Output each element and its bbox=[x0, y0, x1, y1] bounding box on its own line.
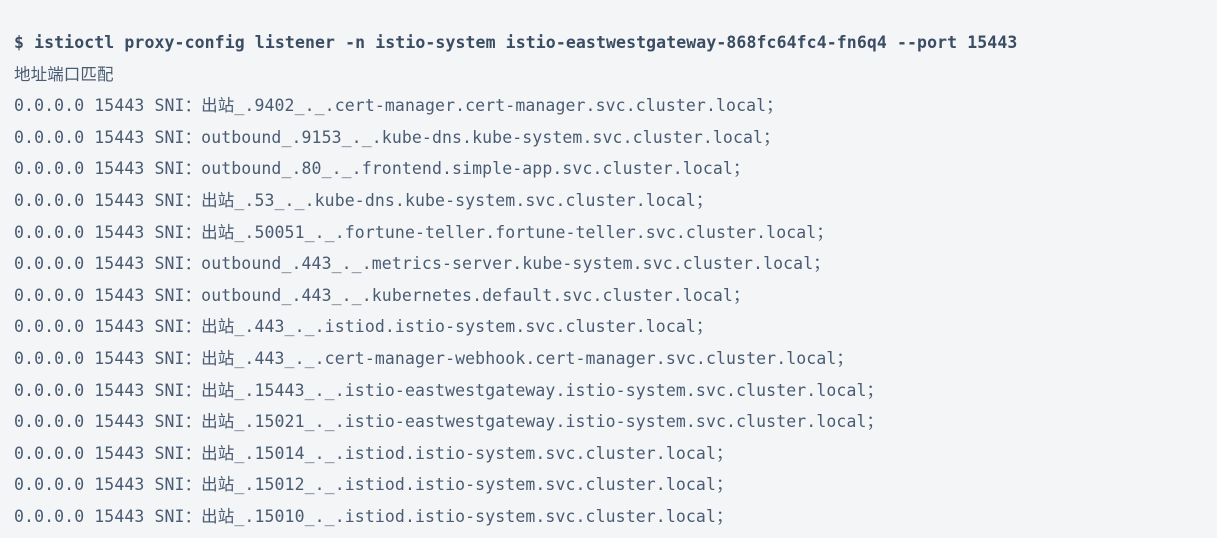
listener-row: 0.0.0.0 15443 SNI：outbound_.443_._.kuber… bbox=[14, 285, 750, 305]
listener-row: 0.0.0.0 15443 SNI：出站_.15012_._.istiod.is… bbox=[14, 475, 733, 495]
listener-row: 0.0.0.0 15443 SNI：outbound_.80_._.fronte… bbox=[14, 159, 750, 179]
listener-row: 0.0.0.0 15443 SNI：出站_.53_._.kube-dns.kub… bbox=[14, 190, 713, 210]
column-heading-line: 地址端口匹配 bbox=[14, 64, 114, 84]
listener-row: 0.0.0.0 15443 SNI：出站_.443_._.istiod.isti… bbox=[14, 317, 713, 337]
listener-row: 0.0.0.0 15443 SNI：出站_.15014_._.istiod.is… bbox=[14, 443, 733, 463]
listener-row: 0.0.0.0 15443 SNI：出站_.15010_._.istiod.is… bbox=[14, 506, 733, 526]
listener-row: 0.0.0.0 15443 SNI：出站_.9402_._.cert-manag… bbox=[14, 96, 783, 116]
listener-row: 0.0.0.0 15443 SNI：出站_.15443_._.istio-eas… bbox=[14, 380, 884, 400]
command-line[interactable]: $ istioctl proxy-config listener -n isti… bbox=[14, 33, 1018, 52]
listener-rows-container: 0.0.0.0 15443 SNI：出站_.9402_._.cert-manag… bbox=[14, 90, 1217, 532]
listener-row: 0.0.0.0 15443 SNI：outbound_.443_._.metri… bbox=[14, 254, 830, 274]
listener-row: 0.0.0.0 15443 SNI：出站_.443_._.cert-manage… bbox=[14, 348, 854, 368]
listener-row: 0.0.0.0 15443 SNI：出站_.15021_._.istio-eas… bbox=[14, 412, 884, 432]
listener-row: 0.0.0.0 15443 SNI：outbound_.9153_._.kube… bbox=[14, 127, 780, 147]
listener-row: 0.0.0.0 15443 SNI：出站_.50051_._.fortune-t… bbox=[14, 222, 833, 242]
